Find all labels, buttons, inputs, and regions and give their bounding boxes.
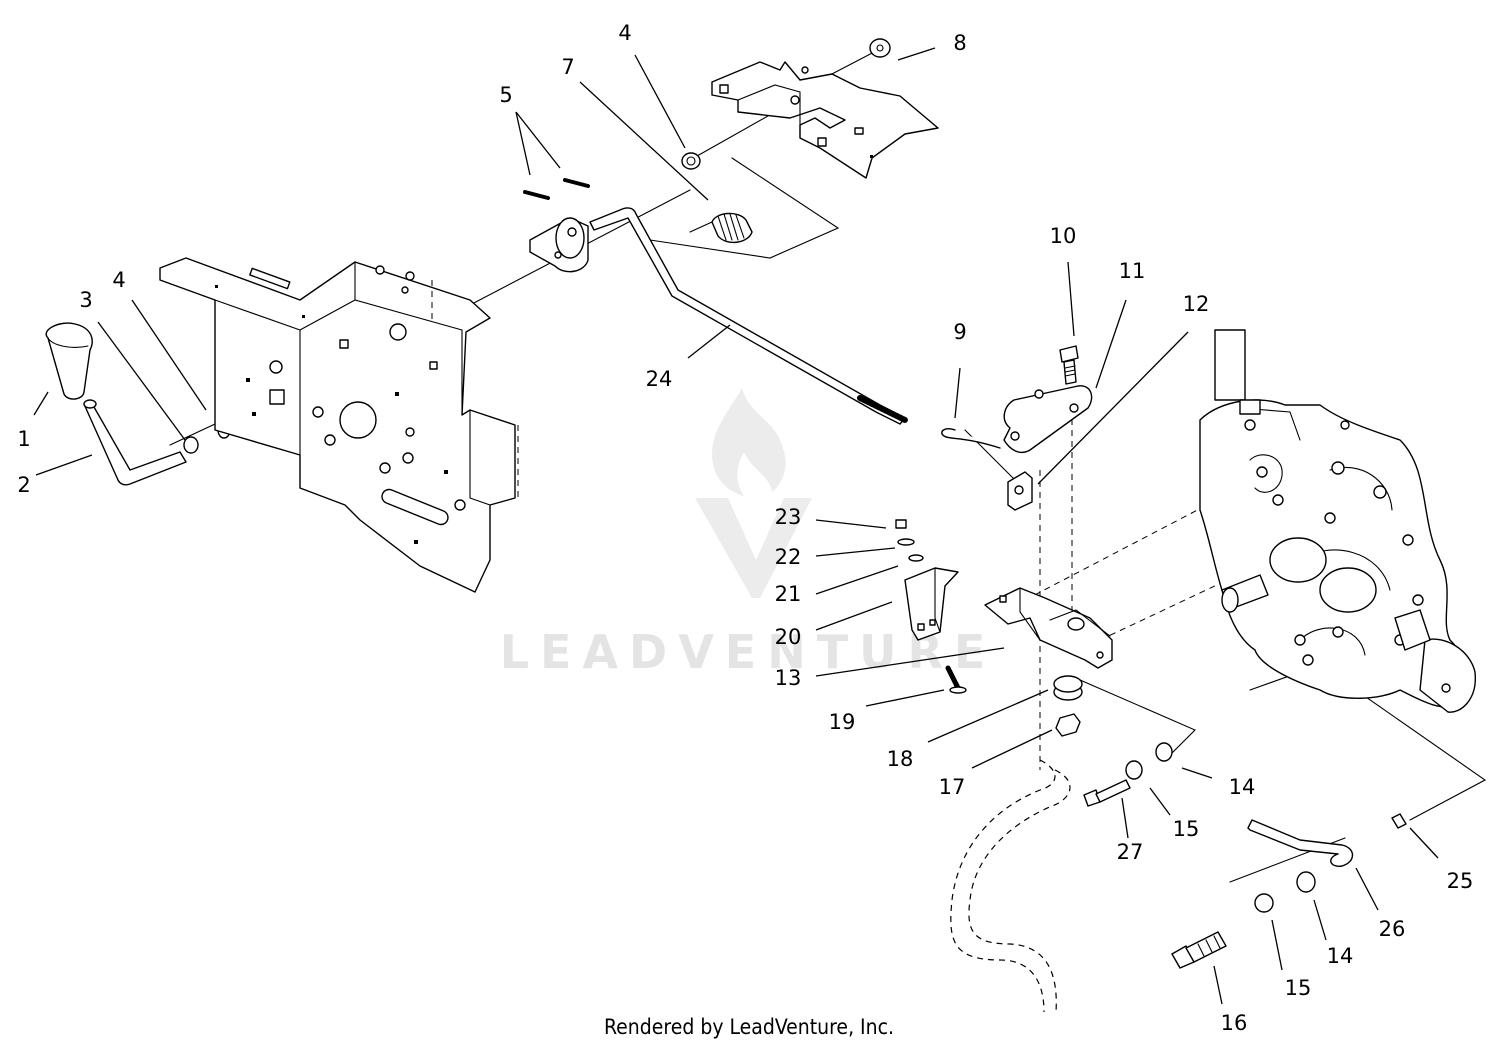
washer-22 (897, 538, 915, 546)
leader-lines (33, 47, 1439, 1005)
callout-8: 8 (953, 31, 966, 55)
callout-18: 18 (887, 747, 914, 771)
callout-16: 16 (1221, 1011, 1248, 1035)
washer-14-lower (1296, 871, 1316, 893)
control-knob (45, 322, 93, 400)
watermark-v-icon (695, 498, 812, 598)
mounting-panel (159, 257, 519, 593)
callout-9: 9 (953, 320, 966, 344)
upper-bracket (711, 61, 939, 179)
pin-25 (1391, 813, 1407, 829)
callout-5: 5 (499, 83, 512, 107)
washer-14-upper (1155, 742, 1173, 762)
lever-bushing (183, 436, 199, 454)
return-spring (689, 212, 753, 243)
spacer-18 (1053, 675, 1083, 701)
top-nut (681, 152, 701, 170)
watermark: LEADVENTURE (500, 388, 997, 679)
hairpin-clip (941, 427, 1001, 449)
watermark-flame-icon (712, 388, 786, 496)
callout-21: 21 (775, 582, 802, 606)
callout-15-upper: 15 (1173, 817, 1200, 841)
lockwasher-15-lower (1254, 893, 1274, 913)
callout-12: 12 (1183, 292, 1210, 316)
shift-rod (589, 207, 908, 425)
callout-22: 22 (775, 545, 802, 569)
shift-lever (83, 399, 187, 486)
callout-20: 20 (775, 625, 802, 649)
callout-24: 24 (646, 367, 673, 391)
callout-26: 26 (1379, 917, 1406, 941)
callout-23: 23 (775, 505, 802, 529)
callout-7: 7 (561, 55, 574, 79)
callout-17: 17 (939, 775, 966, 799)
callout-14-lower: 14 (1327, 944, 1354, 968)
shift-link-26 (1247, 819, 1354, 867)
callout-15-lower: 15 (1285, 976, 1312, 1000)
pivot-block (1007, 471, 1033, 511)
callout-11: 11 (1119, 259, 1146, 283)
upper-bolt (1059, 345, 1079, 385)
carriage-screw (945, 665, 967, 694)
flat-washer-top (869, 38, 891, 58)
shift-hub (529, 217, 589, 273)
angle-bracket (904, 567, 959, 641)
callout-27: 27 (1117, 840, 1144, 864)
callout-2: 2 (17, 473, 30, 497)
callout-14-upper: 14 (1229, 775, 1256, 799)
pivot-plate (1003, 385, 1093, 454)
callout-19: 19 (829, 710, 856, 734)
transaxle (1199, 329, 1476, 713)
lockwasher-15-upper (1125, 760, 1143, 780)
callout-4-top: 4 (618, 21, 631, 45)
roll-pins (523, 178, 590, 200)
callout-1: 1 (17, 427, 30, 451)
bolt-16 (1171, 931, 1227, 969)
callout-3: 3 (79, 288, 92, 312)
washer-21 (908, 554, 924, 562)
footer-credit: Rendered by LeadVenture, Inc. (604, 1015, 894, 1039)
watermark-text: LEADVENTURE (500, 625, 997, 679)
control-arm (984, 587, 1113, 669)
bolt-27 (1083, 779, 1131, 807)
callout-10: 10 (1050, 224, 1077, 248)
callout-13: 13 (775, 666, 802, 690)
callouts: 1 2 3 4 4 5 7 8 9 10 11 12 13 14 14 15 1… (17, 21, 1473, 1035)
callout-25: 25 (1447, 869, 1474, 893)
curved-rod (950, 759, 1071, 1013)
nut-23 (895, 519, 907, 529)
locknut-17 (1055, 713, 1081, 737)
callout-4-left: 4 (112, 268, 125, 292)
